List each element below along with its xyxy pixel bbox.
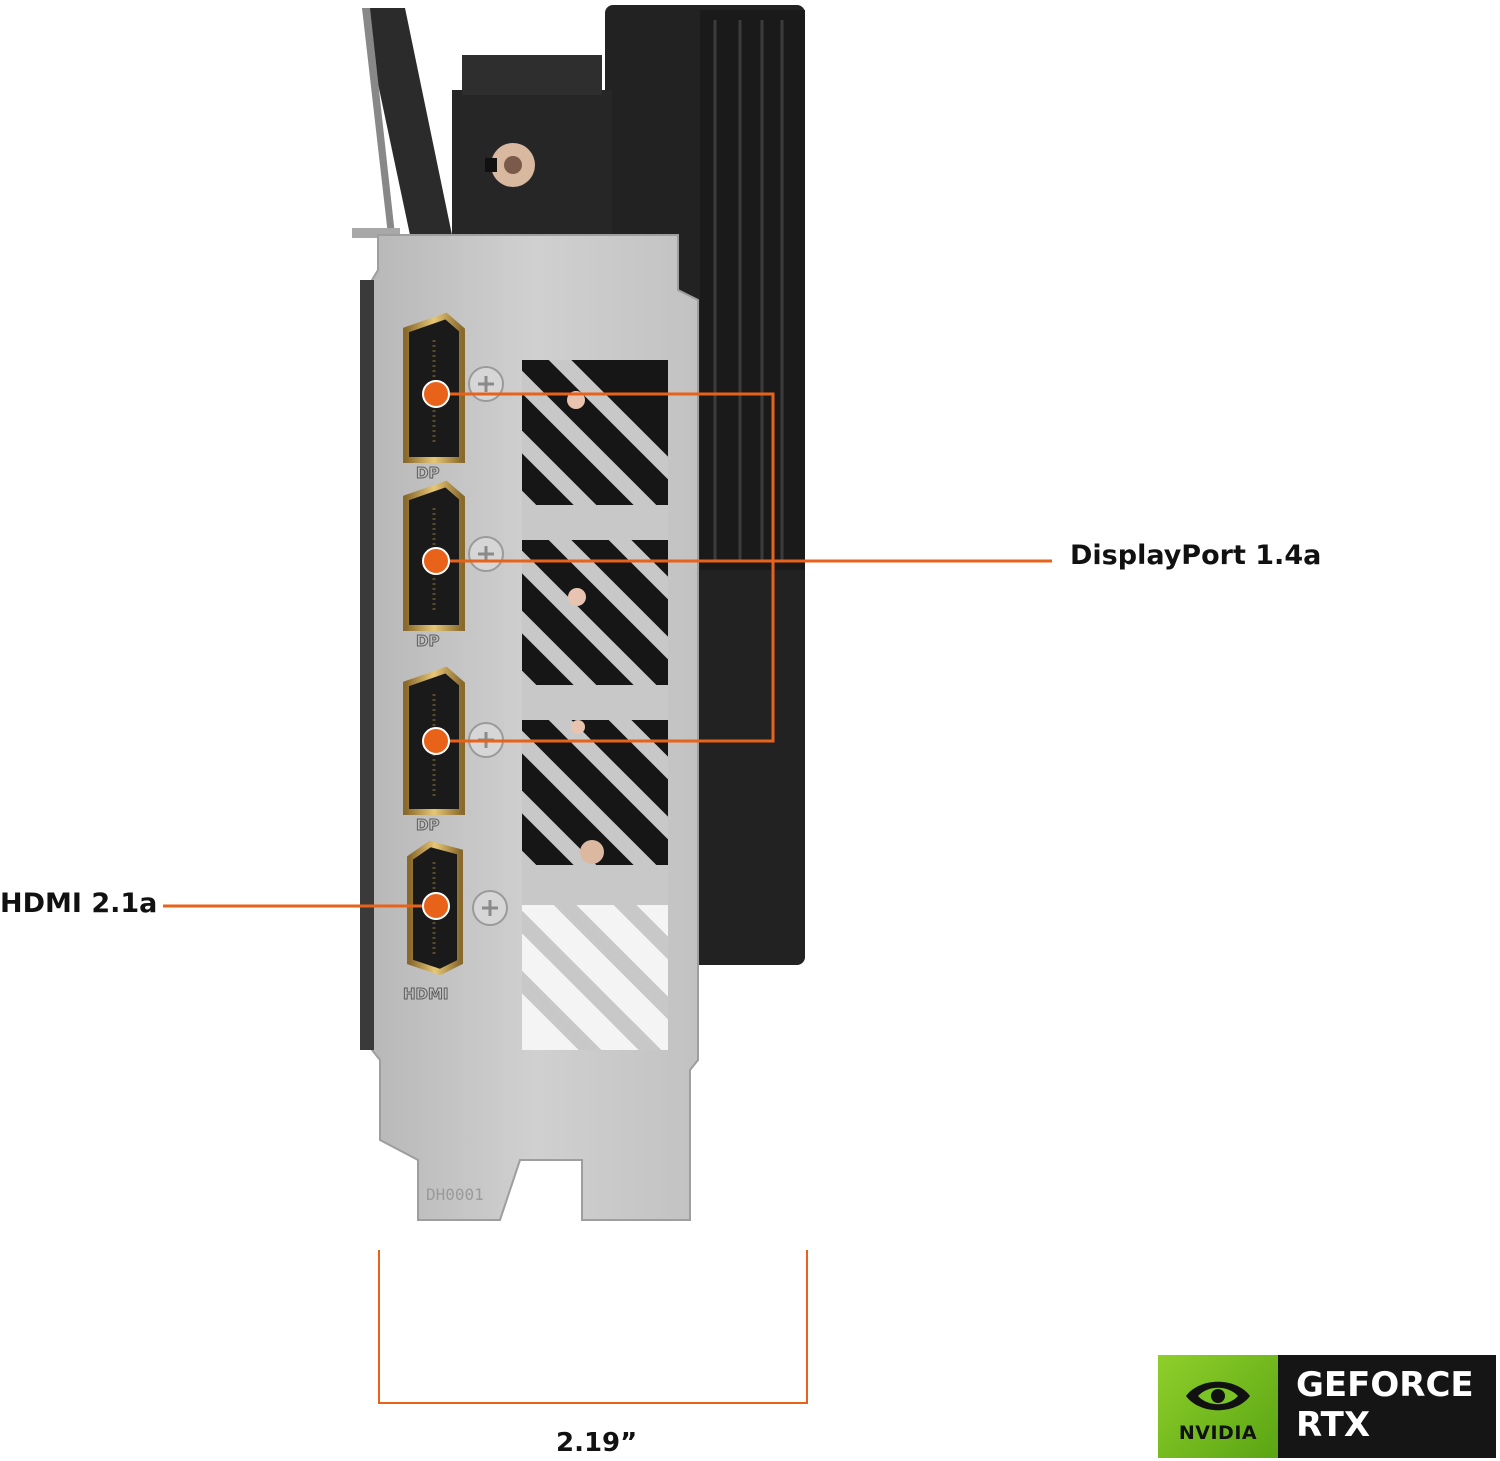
width-dimension-label: 2.19” [556, 1428, 638, 1458]
width-dimension-line [378, 1250, 808, 1404]
port-mark-dp1: DP [416, 464, 439, 482]
displayport-callout-lines [436, 392, 1052, 743]
nvidia-logo: NVIDIA [1158, 1355, 1278, 1458]
callout-dot-icon [422, 380, 450, 920]
port-mark-dp3: DP [416, 816, 439, 834]
badge-dark-panel [1278, 1355, 1496, 1458]
badge-line-1: GEFORCE [1296, 1365, 1474, 1405]
nvidia-wordmark: NVIDIA [1178, 1422, 1258, 1444]
badge-line-2: RTX [1296, 1405, 1371, 1445]
vent-grille [522, 360, 668, 1050]
displayport-label: DisplayPort 1.4a [1070, 540, 1322, 571]
geforce-rtx-text: GEFORCE RTX [1296, 1365, 1474, 1445]
geforce-rtx-badge: NVIDIA GEFORCE RTX [1158, 1355, 1496, 1458]
nvidia-eye-icon [1186, 1381, 1250, 1411]
hdmi-label: HDMI 2.1a [0, 888, 158, 919]
pcb-edge [352, 8, 452, 238]
port-mark-hdmi: HDMI [403, 985, 449, 1003]
port-mark-dp2: DP [416, 632, 439, 650]
bracket-code: DH0001 [426, 1185, 484, 1204]
